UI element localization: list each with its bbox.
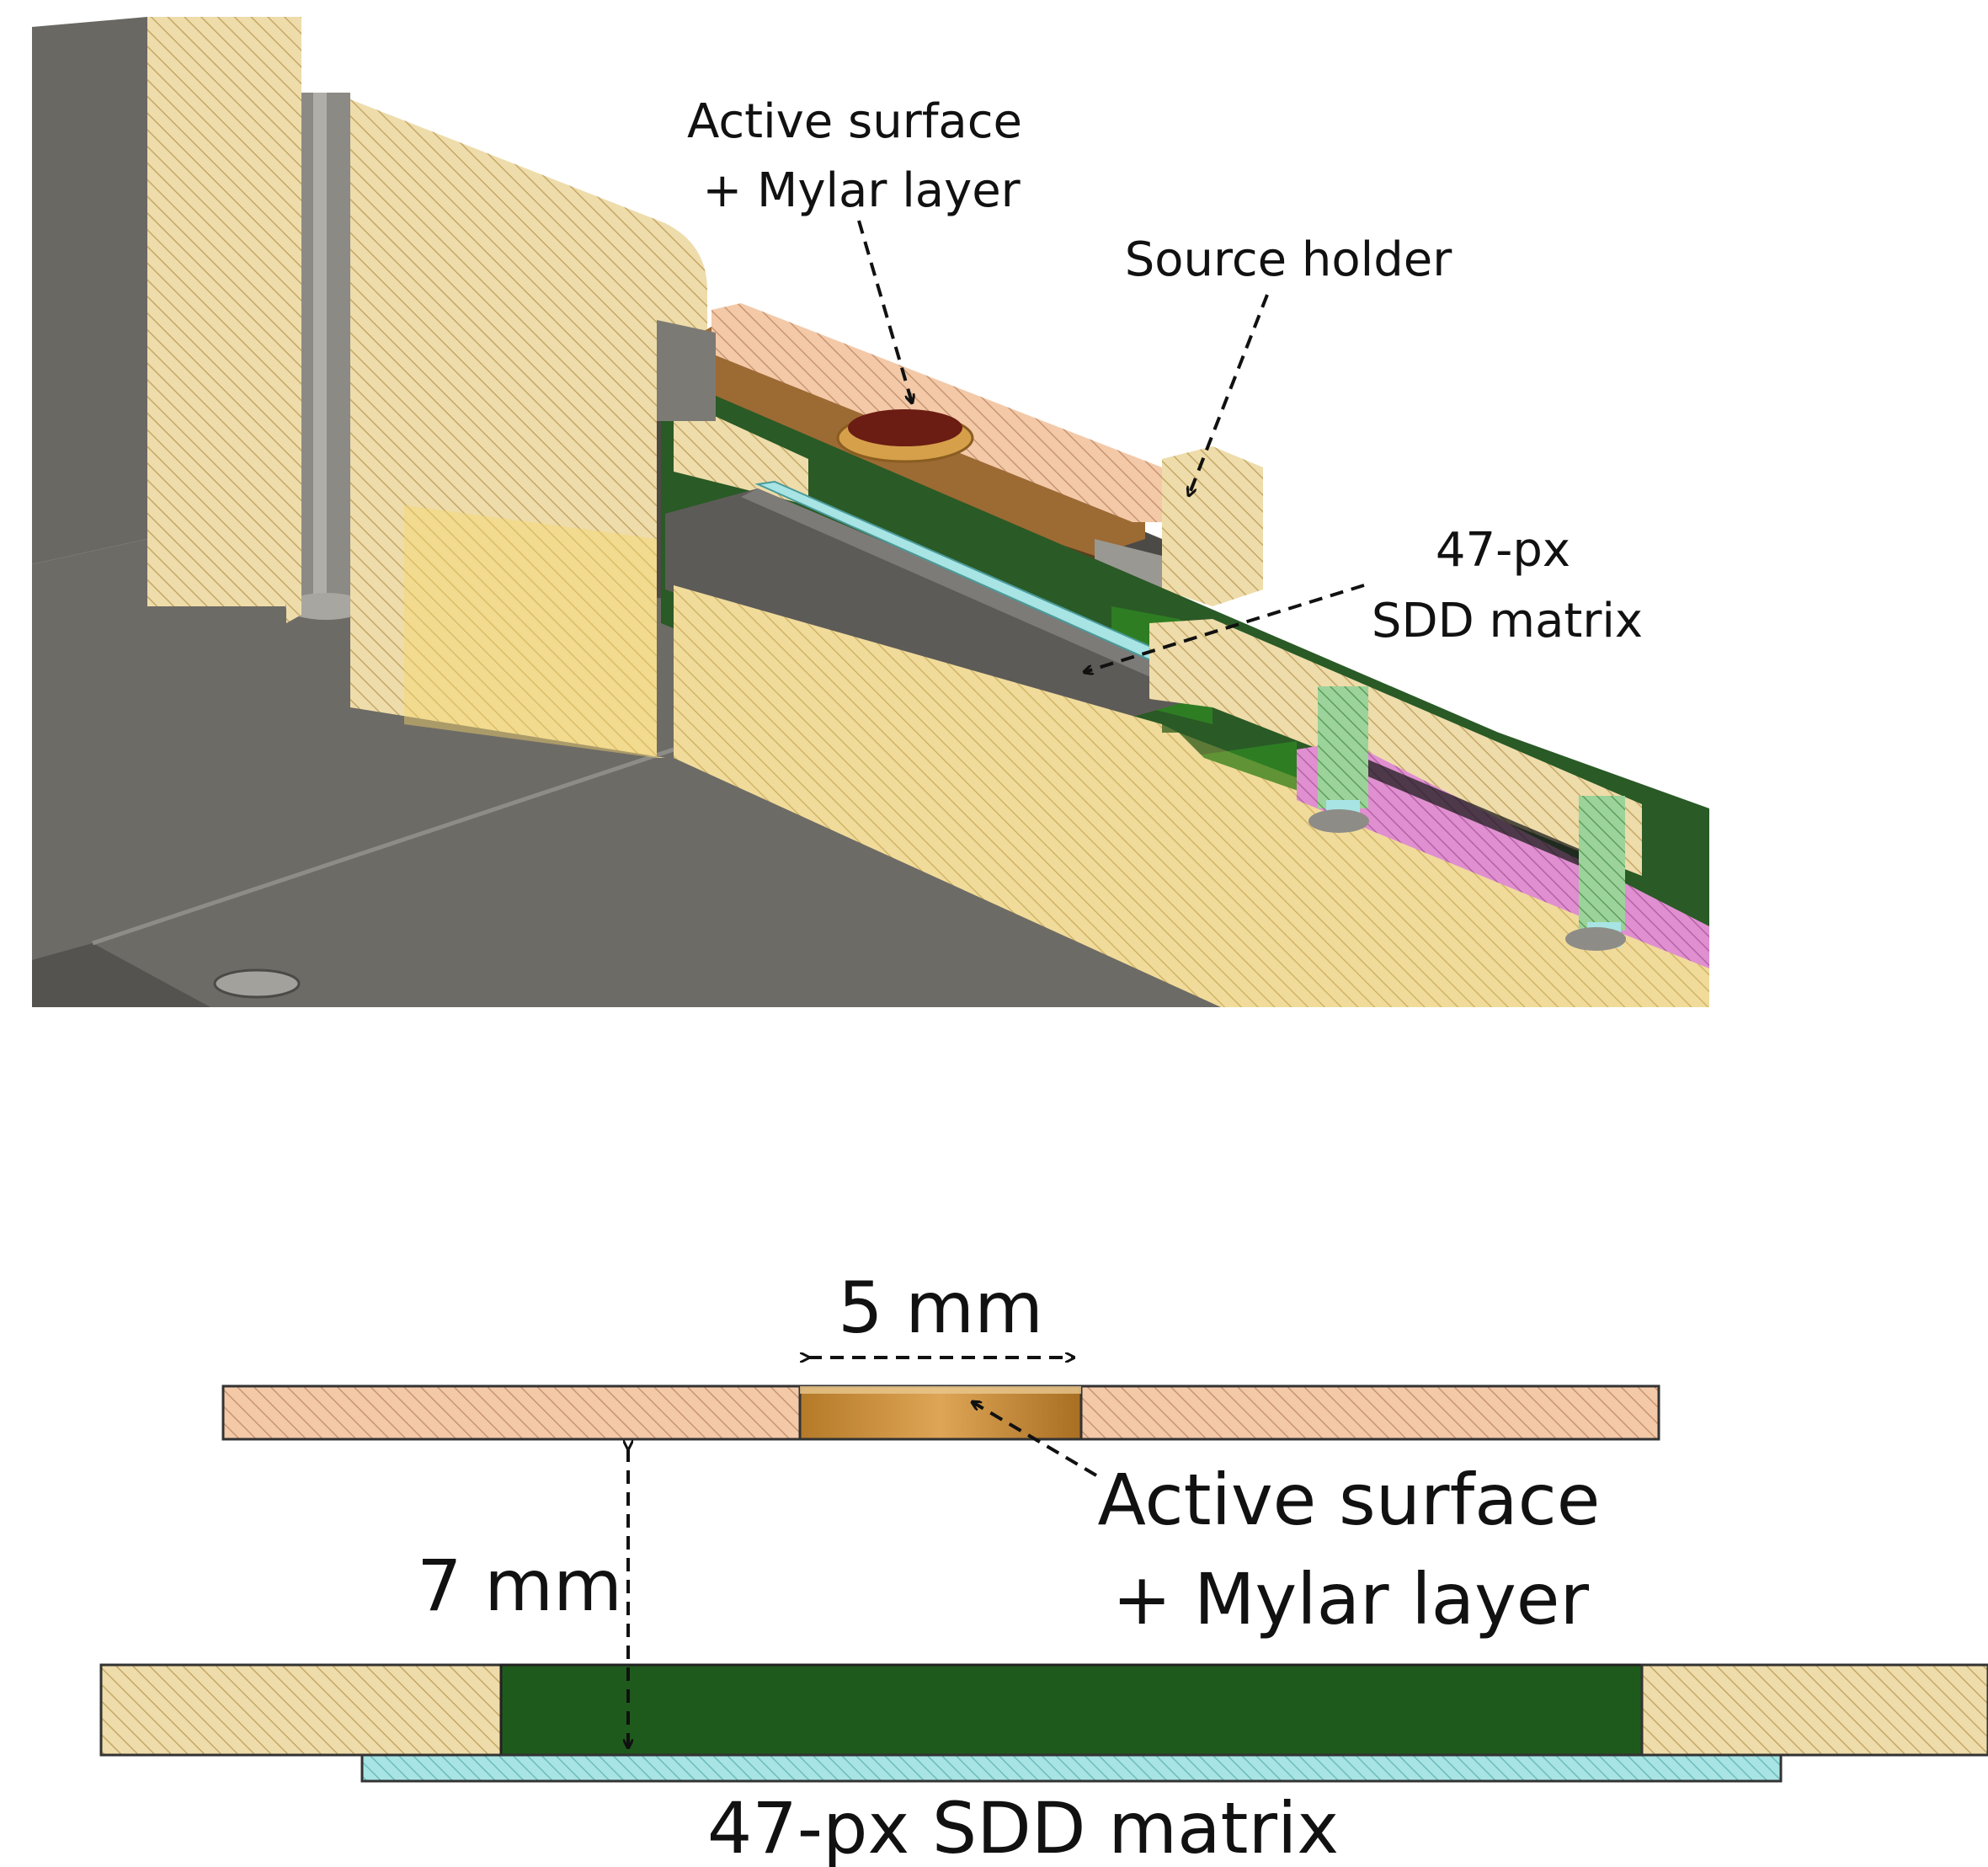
- active-spot: [848, 409, 962, 446]
- top-cad-cutaway: [32, 17, 1709, 1007]
- leader-bottom-active-surface: [973, 1402, 1098, 1477]
- sdd-chip: [665, 488, 1196, 733]
- connector-hole-left: [1308, 809, 1369, 833]
- bottom-annotations: 5 mm 7 mm Active surface + Mylar layer 4…: [417, 1267, 1600, 1867]
- bottom-sdd-label: 47-px SDD matrix: [707, 1787, 1339, 1867]
- housing-floor-front: [32, 943, 211, 1007]
- bottom-cross-section: [99, 1384, 1988, 1783]
- connector-post-left: [1318, 686, 1368, 808]
- leader-active-surface: [857, 220, 912, 403]
- rod-base: [285, 593, 366, 620]
- connector-hole-right: [1565, 927, 1626, 951]
- frame-front-glass: [674, 585, 1709, 1007]
- frame-lower-glass: [404, 505, 657, 758]
- frame-inner-top: [657, 320, 716, 421]
- gap-dimension-label: 7 mm: [417, 1544, 622, 1627]
- top-sdd-line1: 47-px: [1436, 523, 1570, 578]
- connector-post-right: [1579, 796, 1625, 931]
- top-active-surface-line2: + Mylar layer: [702, 163, 1021, 218]
- top-active-surface-line1: Active surface: [687, 94, 1022, 149]
- frame-right: [1640, 1663, 1988, 1757]
- holder-plate-left: [221, 1384, 802, 1441]
- connector-black-pins: [1364, 758, 1583, 867]
- source-holder-block: [1162, 446, 1263, 606]
- pcb-center: [499, 1663, 1644, 1757]
- sdd-chip-top: [741, 488, 1196, 682]
- active-surface-disc: [798, 1384, 1083, 1441]
- floor-hole: [213, 968, 301, 999]
- frame-column: [350, 99, 707, 758]
- housing-left-wall-face: [147, 17, 286, 606]
- leader-sdd-matrix: [1085, 584, 1365, 672]
- frame-front-bar-upper: [1149, 619, 1642, 876]
- frame-column-left: [286, 17, 301, 623]
- holder-plate-right: [1079, 1384, 1660, 1441]
- mylar-layer-strip: [800, 1386, 1081, 1394]
- frame-left: [99, 1663, 503, 1757]
- housing-left-wall: [32, 17, 147, 564]
- bottom-active-surface-line2: + Mylar layer: [1112, 1558, 1590, 1640]
- width-dimension-label: 5 mm: [838, 1267, 1043, 1349]
- top-annotations: Active surface + Mylar layer Source hold…: [687, 94, 1643, 672]
- frame-front-bar: [674, 585, 1709, 1007]
- rod-highlight: [313, 93, 327, 615]
- top-source-holder-label: Source holder: [1125, 232, 1452, 287]
- top-sdd-line2: SDD matrix: [1372, 594, 1643, 648]
- sdd-matrix-strip: [360, 1753, 1783, 1783]
- bottom-active-surface-line1: Active surface: [1098, 1459, 1601, 1541]
- floor-seam: [92, 747, 674, 946]
- leader-source-holder: [1189, 294, 1269, 495]
- housing-floor: [32, 514, 1229, 1007]
